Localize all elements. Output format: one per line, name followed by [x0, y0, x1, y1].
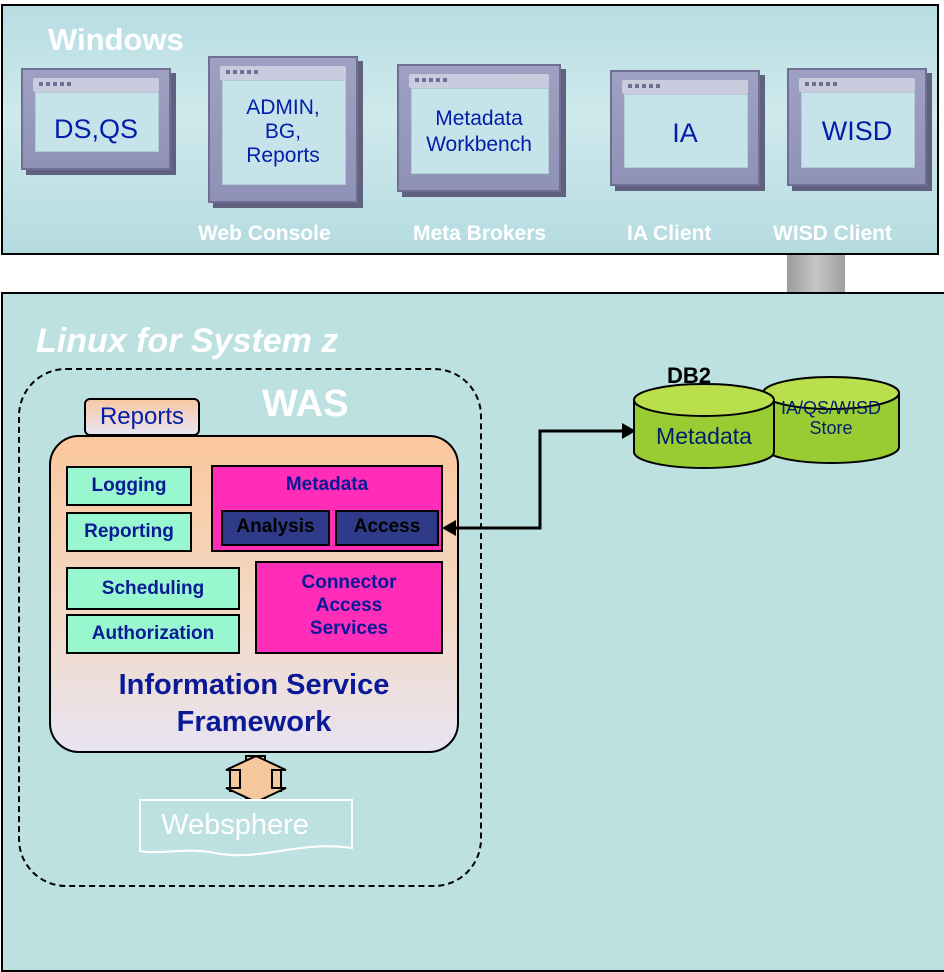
app-window-admin: ADMIN, BG, Reports	[208, 56, 358, 203]
arrowhead-right-icon	[622, 423, 636, 439]
app-window-wisd: WISD	[787, 68, 927, 186]
was-title: WAS	[262, 383, 349, 425]
db-connection-line	[451, 429, 626, 530]
window-controls-icon	[805, 82, 839, 86]
was-container	[18, 368, 482, 887]
network-connector	[787, 255, 845, 293]
app-label-admin: ADMIN, BG, Reports	[246, 96, 320, 167]
service-reporting: Reporting	[66, 512, 192, 552]
app-window-ia: IA	[610, 70, 760, 186]
service-scheduling: Scheduling	[66, 567, 240, 610]
linux-title: Linux for System z	[36, 322, 339, 360]
app-label-metadata-workbench: Metadata Workbench	[426, 107, 532, 156]
service-authorization: Authorization	[66, 614, 240, 654]
metadata-store-label: Metadata	[656, 423, 752, 449]
window-titlebar	[409, 74, 549, 88]
window-titlebar	[33, 78, 159, 92]
windows-title: Windows	[48, 22, 184, 57]
window-controls-icon	[39, 82, 73, 86]
app-window-metadata-workbench: Metadata Workbench	[397, 64, 561, 192]
websphere-document-icon	[139, 799, 353, 857]
app-label-ia: IA	[672, 118, 698, 148]
websphere-label: Websphere	[161, 809, 309, 841]
caption-ia-client: IA Client	[627, 222, 712, 245]
ia-store-cylinder-icon	[762, 376, 900, 464]
arrowhead-left-icon	[442, 520, 456, 536]
ia-store-label: IA/QS/WISD Store	[780, 398, 881, 438]
metadata-cylinder-icon	[633, 383, 775, 469]
connector-access-services: Connector Access Services	[255, 561, 443, 654]
window-controls-icon	[226, 70, 260, 74]
caption-meta-brokers: Meta Brokers	[413, 222, 547, 245]
window-controls-icon	[415, 78, 449, 82]
window-controls-icon	[628, 84, 662, 88]
window-titlebar	[220, 66, 346, 80]
connector-line1: Connector	[301, 572, 397, 593]
connector-line2: Access	[315, 595, 383, 616]
app-label-ds-qs: DS,QS	[53, 114, 139, 144]
diagram-arrows	[139, 376, 900, 857]
app-label-wisd: WISD	[821, 116, 893, 146]
app-window-ds-qs: DS,QS	[21, 68, 171, 170]
caption-web-console: Web Console	[198, 222, 331, 245]
metadata-title: Metadata	[285, 474, 369, 495]
db2-title: DB2	[667, 363, 712, 388]
window-titlebar	[799, 78, 915, 92]
metadata-analysis: Analysis	[221, 510, 330, 546]
window-titlebar	[622, 80, 748, 94]
connector-line3: Services	[309, 618, 389, 639]
service-logging: Logging	[66, 466, 192, 506]
caption-wisd-client: WISD Client	[773, 222, 892, 245]
metadata-access: Access	[335, 510, 439, 546]
framework-title: Information Service Framework	[118, 669, 390, 738]
